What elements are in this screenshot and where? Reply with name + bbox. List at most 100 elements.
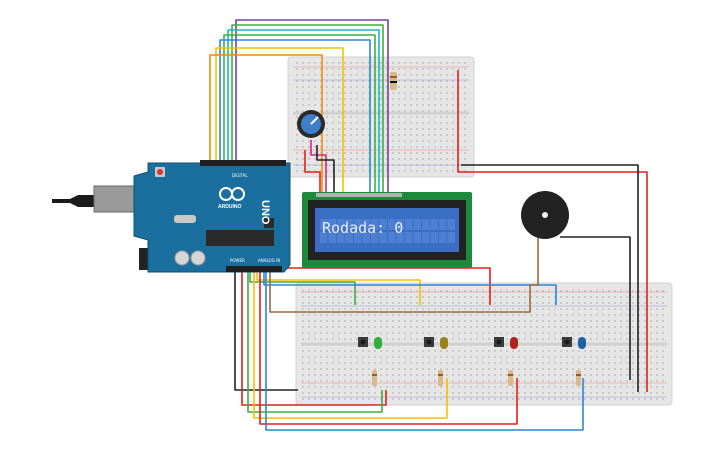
arduino-logo-icon-2 [231, 187, 245, 201]
wire-magenta [310, 140, 327, 195]
lcd-cell [447, 232, 455, 243]
wire-brown-buzzer [269, 230, 539, 313]
button-led-unit[interactable] [358, 337, 382, 386]
lcd-cell [362, 219, 370, 230]
power-header [226, 266, 282, 272]
wire-green-loop [247, 270, 383, 413]
lcd-cell [337, 232, 345, 243]
lcd-cell [405, 232, 413, 243]
lcd-cell [354, 219, 362, 230]
lcd-cell [439, 219, 447, 230]
lcd-cell [422, 232, 430, 243]
push-button-cap [426, 339, 432, 345]
led [578, 337, 586, 349]
wire-green-bottom [249, 270, 356, 305]
lcd-cell [379, 219, 387, 230]
arduino-model-text: UNO [259, 200, 271, 225]
lcd-cell [320, 219, 328, 230]
wire-yellow-bottom [256, 270, 421, 305]
buzzer [521, 191, 569, 239]
wire-black-lcd [316, 145, 335, 195]
lcd-cell [439, 232, 447, 243]
digital-label: DIGITAL [232, 173, 248, 178]
lcd-cell [379, 232, 387, 243]
push-button-cap [360, 339, 366, 345]
arduino-logo-text: ARDUINO [218, 204, 241, 210]
lcd-cell [320, 232, 328, 243]
wire-black-buzzer [560, 236, 631, 380]
push-button-cap [496, 339, 502, 345]
lcd-cell [337, 219, 345, 230]
lcd-cell [396, 232, 404, 243]
lcd-cell [388, 232, 396, 243]
power-label: POWER [230, 258, 245, 263]
resistor-band [576, 374, 581, 376]
potentiometer[interactable] [297, 110, 325, 138]
resistor-band [438, 374, 443, 376]
lcd-cell [354, 232, 362, 243]
lcd-cell [371, 232, 379, 243]
wire-blue-bottom [263, 270, 557, 305]
bottom-breadboard [295, 282, 673, 406]
wire-cyan-1 [227, 29, 380, 195]
lcd-cell [422, 219, 430, 230]
reset-button-cap [157, 169, 163, 175]
lcd-cell [328, 232, 336, 243]
lcd-cell [430, 219, 438, 230]
lcd-cell [371, 219, 379, 230]
wire-blue-loop [265, 270, 584, 431]
small-chip [264, 218, 274, 228]
wire-yellow-1 [215, 47, 344, 195]
resistor-band [508, 374, 513, 376]
lcd-cell [413, 232, 421, 243]
capacitor-1 [174, 250, 190, 266]
lcd-cell [413, 219, 421, 230]
lcd-16x2: Rodada: 0 [302, 192, 472, 268]
atmega-chip [206, 230, 274, 246]
lcd-cell [388, 219, 396, 230]
crystal [174, 215, 196, 223]
button-led-unit[interactable] [562, 337, 586, 386]
analog-label: ANALOG IN [258, 258, 280, 263]
usb-connector [93, 185, 137, 213]
lcd-character-cells [320, 219, 455, 243]
resistor [438, 370, 443, 386]
lcd-cell [405, 219, 413, 230]
wire-red-lcd [304, 150, 321, 195]
button-led-units [358, 337, 586, 386]
led [510, 337, 518, 349]
lcd-cell [328, 219, 336, 230]
lcd-cell [396, 219, 404, 230]
lcd-cell [345, 232, 353, 243]
usb-cable [52, 195, 96, 207]
arduino-uno[interactable]: ARDUINO UNO DIGITAL POWER ANALOG IN [52, 160, 291, 273]
lcd-cell [345, 219, 353, 230]
wire-red-loop [241, 270, 387, 406]
wire-yellow-loop [253, 270, 448, 419]
wire-blue-1 [219, 39, 371, 195]
top-resistor [390, 72, 397, 90]
led [440, 337, 448, 349]
lcd-cell [362, 232, 370, 243]
wire-black-power [234, 270, 298, 391]
wire-red-loop-2 [259, 270, 518, 425]
wire-green-1 [231, 24, 384, 195]
digital-header [200, 160, 286, 166]
lcd-text: Rodada: 0 [322, 219, 403, 237]
button-led-unit[interactable] [424, 337, 448, 386]
resistor [508, 370, 513, 386]
wire-purple [235, 19, 389, 195]
lcd-cell [430, 232, 438, 243]
resistor-band [372, 374, 377, 376]
capacitor-2 [190, 250, 206, 266]
lcd-cell [447, 219, 455, 230]
wire-red-top-drop [457, 158, 648, 392]
resistor [576, 370, 581, 386]
push-button-cap [564, 339, 570, 345]
resistor [372, 370, 377, 386]
button-led-unit[interactable] [494, 337, 518, 386]
wire-black-top-rail [461, 164, 639, 392]
wire-green-2 [223, 34, 376, 195]
led [374, 337, 382, 349]
